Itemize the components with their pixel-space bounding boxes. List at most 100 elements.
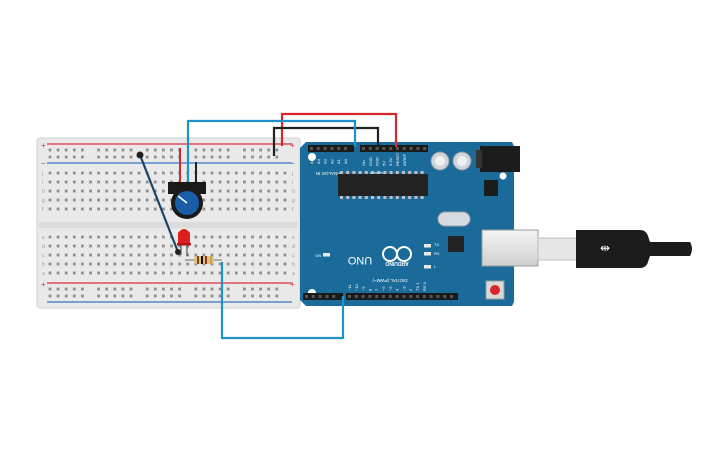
breadboard-hole[interactable] xyxy=(129,155,133,159)
header-pin[interactable] xyxy=(416,295,419,298)
breadboard-hole[interactable] xyxy=(48,253,52,257)
breadboard-hole[interactable] xyxy=(48,294,52,298)
breadboard-hole[interactable] xyxy=(105,294,109,298)
breadboard-hole[interactable] xyxy=(89,198,92,202)
breadboard-hole[interactable] xyxy=(89,180,92,184)
breadboard-hole[interactable] xyxy=(267,171,271,175)
breadboard-hole[interactable] xyxy=(48,198,52,202)
header-pin[interactable] xyxy=(402,147,406,150)
breadboard-hole[interactable] xyxy=(186,253,190,257)
breadboard-hole[interactable] xyxy=(243,271,246,275)
breadboard-hole[interactable] xyxy=(113,207,117,211)
breadboard-hole[interactable] xyxy=(210,198,214,202)
header-pin[interactable] xyxy=(318,295,322,298)
breadboard-hole[interactable] xyxy=(267,235,271,239)
breadboard-hole[interactable] xyxy=(137,262,141,266)
breadboard-hole[interactable] xyxy=(234,235,238,239)
breadboard-hole[interactable] xyxy=(251,148,254,152)
breadboard-hole[interactable] xyxy=(202,244,206,248)
breadboard-hole[interactable] xyxy=(218,148,222,152)
breadboard-hole[interactable] xyxy=(210,253,214,257)
header-pin[interactable] xyxy=(443,295,447,298)
breadboard-hole[interactable] xyxy=(129,294,133,298)
breadboard-hole[interactable] xyxy=(275,271,279,275)
breadboard-hole[interactable] xyxy=(259,148,262,152)
breadboard-hole[interactable] xyxy=(170,244,173,248)
breadboard-hole[interactable] xyxy=(48,180,52,184)
breadboard-hole[interactable] xyxy=(226,171,230,175)
breadboard-hole[interactable] xyxy=(243,198,246,202)
breadboard-hole[interactable] xyxy=(226,287,230,291)
breadboard-hole[interactable] xyxy=(243,155,246,159)
breadboard-hole[interactable] xyxy=(275,189,279,193)
header-pin[interactable] xyxy=(450,295,453,298)
breadboard-hole[interactable] xyxy=(226,189,230,193)
breadboard-hole[interactable] xyxy=(178,253,181,257)
breadboard-hole[interactable] xyxy=(81,171,84,175)
breadboard-hole[interactable] xyxy=(202,253,206,257)
breadboard-hole[interactable] xyxy=(56,271,60,275)
breadboard-hole[interactable] xyxy=(121,155,125,159)
breadboard-hole[interactable] xyxy=(218,287,222,291)
breadboard-hole[interactable] xyxy=(153,207,157,211)
breadboard-hole[interactable] xyxy=(218,207,222,211)
breadboard-hole[interactable] xyxy=(81,180,84,184)
breadboard-hole[interactable] xyxy=(145,198,149,202)
breadboard-hole[interactable] xyxy=(275,207,279,211)
breadboard-hole[interactable] xyxy=(162,148,165,152)
breadboard-hole[interactable] xyxy=(56,244,60,248)
breadboard-hole[interactable] xyxy=(170,287,173,291)
header-pin[interactable] xyxy=(395,295,399,298)
breadboard-hole[interactable] xyxy=(145,155,149,159)
breadboard-hole[interactable] xyxy=(170,171,173,175)
breadboard-hole[interactable] xyxy=(89,244,92,248)
breadboard-hole[interactable] xyxy=(194,148,198,152)
breadboard-hole[interactable] xyxy=(226,198,230,202)
breadboard-hole[interactable] xyxy=(56,189,60,193)
breadboard-hole[interactable] xyxy=(162,171,165,175)
breadboard-hole[interactable] xyxy=(283,244,287,248)
breadboard-hole[interactable] xyxy=(145,253,149,257)
breadboard-hole[interactable] xyxy=(97,294,100,298)
breadboard-hole[interactable] xyxy=(81,235,84,239)
breadboard-hole[interactable] xyxy=(64,253,68,257)
breadboard-hole[interactable] xyxy=(105,253,109,257)
breadboard-hole[interactable] xyxy=(113,287,117,291)
breadboard-hole[interactable] xyxy=(251,207,254,211)
breadboard-hole[interactable] xyxy=(81,294,84,298)
breadboard-hole[interactable] xyxy=(243,180,246,184)
header-pin[interactable] xyxy=(388,295,392,298)
breadboard-hole[interactable] xyxy=(267,180,271,184)
header-pin[interactable] xyxy=(305,295,308,298)
breadboard-hole[interactable] xyxy=(145,189,149,193)
breadboard-hole[interactable] xyxy=(226,294,230,298)
breadboard-hole[interactable] xyxy=(72,148,76,152)
breadboard-hole[interactable] xyxy=(170,253,173,257)
breadboard-hole[interactable] xyxy=(202,155,206,159)
header-pin[interactable] xyxy=(396,147,399,150)
breadboard-hole[interactable] xyxy=(48,235,52,239)
breadboard-hole[interactable] xyxy=(275,287,279,291)
breadboard-hole[interactable] xyxy=(72,207,76,211)
breadboard-hole[interactable] xyxy=(113,180,117,184)
breadboard-hole[interactable] xyxy=(251,244,254,248)
breadboard-hole[interactable] xyxy=(81,198,84,202)
breadboard-hole[interactable] xyxy=(145,262,149,266)
breadboard-hole[interactable] xyxy=(121,271,125,275)
breadboard-hole[interactable] xyxy=(178,287,181,291)
breadboard-hole[interactable] xyxy=(202,271,206,275)
breadboard-hole[interactable] xyxy=(64,148,68,152)
breadboard-hole[interactable] xyxy=(145,287,149,291)
breadboard-hole[interactable] xyxy=(56,294,60,298)
breadboard-hole[interactable] xyxy=(153,294,157,298)
breadboard-hole[interactable] xyxy=(97,180,100,184)
breadboard-hole[interactable] xyxy=(218,198,222,202)
breadboard-hole[interactable] xyxy=(202,198,206,202)
breadboard-hole[interactable] xyxy=(251,271,254,275)
header-pin[interactable] xyxy=(332,295,336,298)
breadboard-hole[interactable] xyxy=(267,294,271,298)
breadboard-hole[interactable] xyxy=(226,148,230,152)
breadboard-hole[interactable] xyxy=(137,235,141,239)
breadboard-hole[interactable] xyxy=(105,207,109,211)
